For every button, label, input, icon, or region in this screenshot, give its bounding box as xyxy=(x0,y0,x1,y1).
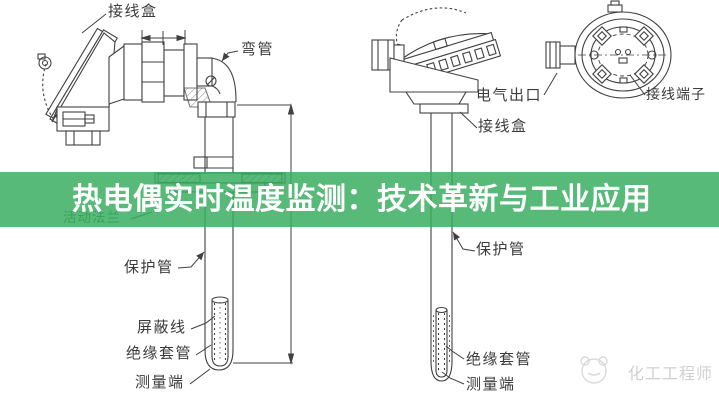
label-measuring-end-left: 测量端 xyxy=(135,374,185,391)
label-insulating-sleeve-right: 绝缘套管 xyxy=(466,351,533,368)
leader-lines xyxy=(81,13,646,385)
label-protection-tube-left: 保护管 xyxy=(124,259,174,276)
dimension-lines xyxy=(140,30,295,365)
label-bend-pipe: 弯管 xyxy=(241,41,275,58)
watermark-text: 化工工程师 xyxy=(628,366,714,383)
watermark-logo-icon xyxy=(580,356,608,384)
title-banner: 热电偶实时温度监测：技术革新与工业应用 xyxy=(0,172,719,227)
label-electrical-outlet: 电气出口 xyxy=(476,87,543,104)
label-protection-tube-right: 保护管 xyxy=(476,241,526,258)
banner-title: 热电偶实时温度监测：技术革新与工业应用 xyxy=(72,183,652,216)
label-junction-box-left: 接线盒 xyxy=(108,3,158,20)
label-measuring-end-right: 测量端 xyxy=(466,376,516,393)
label-shielded-wire: 屏蔽线 xyxy=(137,319,187,336)
label-terminal-block: 接线端子 xyxy=(646,86,706,102)
terminal-face-view xyxy=(545,0,672,99)
right-thermocouple-drawing xyxy=(371,7,502,382)
label-junction-box-right: 接线盒 xyxy=(478,118,528,135)
label-insulating-sleeve-left: 绝缘套管 xyxy=(126,345,193,362)
